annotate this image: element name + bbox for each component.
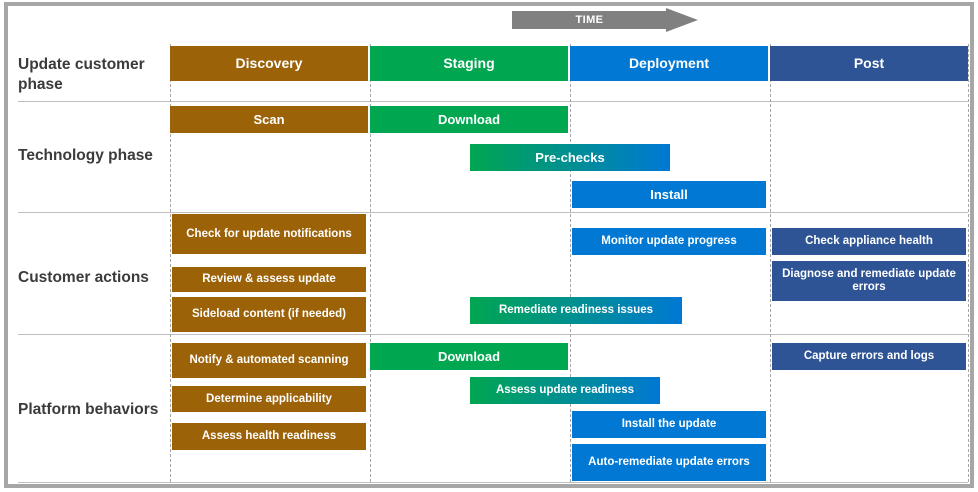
task-bar[interactable]: Capture errors and logs [772, 343, 966, 370]
lane-divider-2 [570, 44, 571, 482]
task-bar[interactable]: Notify & automated scanning [172, 343, 366, 378]
row-divider-3 [18, 482, 968, 483]
phase-header-staging[interactable]: Staging [370, 46, 568, 81]
task-bar[interactable]: Download [370, 343, 568, 370]
row-divider-2 [18, 334, 968, 335]
task-bar[interactable]: Monitor update progress [572, 228, 766, 255]
time-arrow-head-icon [666, 8, 698, 32]
row-divider-1 [18, 212, 968, 213]
task-bar[interactable]: Diagnose and remediate update errors [772, 261, 966, 301]
task-bar[interactable]: Install [572, 181, 766, 208]
task-bar[interactable]: Assess update readiness [470, 377, 660, 404]
task-bar[interactable]: Check for update notifications [172, 214, 366, 254]
task-bar[interactable]: Scan [170, 106, 368, 133]
task-bar[interactable]: Review & assess update [172, 267, 366, 292]
task-bar[interactable]: Assess health readiness [172, 423, 366, 450]
lane-divider-3 [770, 44, 771, 482]
task-bar[interactable]: Check appliance health [772, 228, 966, 255]
lane-divider-1 [370, 44, 371, 482]
time-axis-arrow: TIME [512, 8, 698, 32]
task-bar[interactable]: Remediate readiness issues [470, 297, 682, 324]
task-bar[interactable]: Download [370, 106, 568, 133]
phase-header-discovery[interactable]: Discovery [170, 46, 368, 81]
lane-divider-4 [968, 44, 969, 482]
lane-divider-0 [170, 44, 171, 482]
time-arrow-shaft [512, 11, 667, 29]
task-bar[interactable]: Pre-checks [470, 144, 670, 171]
phase-header-deployment[interactable]: Deployment [570, 46, 768, 81]
task-bar[interactable]: Sideload content (if needed) [172, 297, 366, 332]
row-divider-0 [18, 101, 968, 102]
task-bar[interactable]: Install the update [572, 411, 766, 438]
row-label-technology-phase: Technology phase [18, 147, 153, 164]
task-bar[interactable]: Auto-remediate update errors [572, 444, 766, 481]
row-label-update-customer-phase: Update customer phase [18, 56, 145, 93]
task-bar[interactable]: Determine applicability [172, 386, 366, 412]
phase-header-post[interactable]: Post [770, 46, 968, 81]
time-axis-label: TIME [575, 14, 604, 26]
row-label-platform-behaviors: Platform behaviors [18, 401, 159, 418]
row-label-customer-actions: Customer actions [18, 269, 149, 286]
